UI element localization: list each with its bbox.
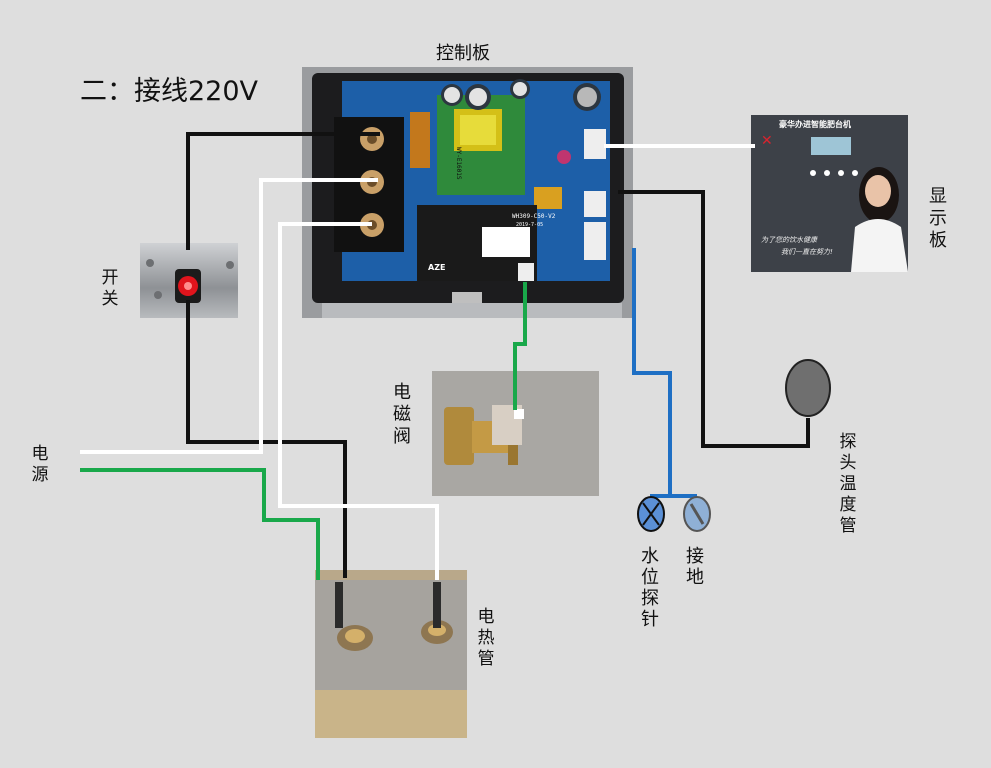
switch-photo: [140, 243, 238, 318]
svg-text:✕: ✕: [761, 133, 773, 149]
black-wire-temp-probe: [618, 190, 810, 448]
control-board-photo: WH309-C50-V2 2019-7-05 AZE WY-E1601S: [302, 67, 633, 318]
display-header-text: 豪华办进智能肥台机: [779, 120, 851, 129]
display-slogan-2: 我们一直在努力!: [781, 248, 833, 256]
heating-tube-photo: [315, 570, 467, 738]
pcb-date-text: 2019-7-05: [516, 222, 544, 228]
ground-label: 接地: [686, 546, 704, 588]
relay-brand-text: AZE: [428, 263, 446, 272]
display-slogan-1: 为了您的饮水健康: [761, 236, 817, 244]
blue-wire-probe: [632, 248, 672, 498]
green-wire-valve: [513, 282, 527, 410]
display-board-label: 显示板: [929, 186, 947, 251]
temp-probe-label: 探头温度管: [839, 432, 857, 536]
control-board-label: 控制板: [436, 43, 490, 64]
black-wire-switch-to-board: [186, 132, 380, 250]
pcb-model-text: WH309-C50-V2: [512, 213, 556, 220]
switch-label: 开关: [101, 268, 119, 309]
white-wire-heater: [278, 222, 439, 580]
water-level-probe-label: 水位探针: [641, 546, 659, 630]
water-probe-icon: [637, 496, 665, 532]
page-title: 二：接线220V: [80, 76, 259, 107]
ground-icon: [683, 496, 711, 532]
temperature-probe-icon: [785, 359, 831, 417]
green-wire-ground: [80, 468, 320, 580]
solenoid-valve-photo: [432, 371, 599, 496]
power-label: 电源: [31, 444, 49, 485]
white-wire-power: [80, 178, 378, 454]
heating-tube-label: 电热管: [477, 607, 495, 669]
display-panel-photo: 豪华办进智能肥台机 ✕ 为了您的饮水健康 我们一直在努力!: [751, 115, 908, 272]
solenoid-valve-label: 电磁阀: [393, 382, 411, 447]
black-wire-switch-to-heater: [186, 300, 347, 578]
